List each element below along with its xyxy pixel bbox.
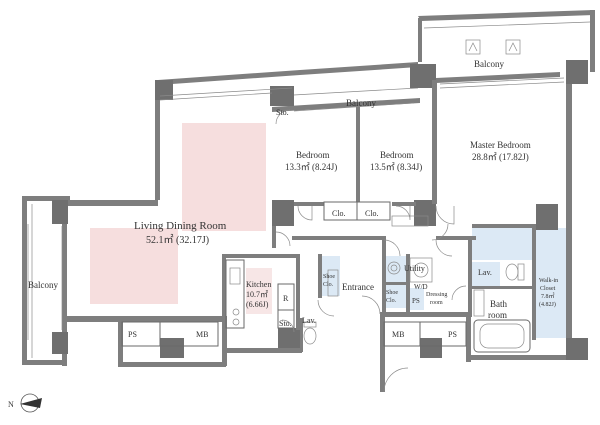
living-room-area: 52.1㎡ (32.17J) [146, 234, 209, 246]
wet-area-tint [322, 228, 566, 338]
shoe-closet-left-1: Shoe [323, 274, 335, 280]
window-lines [27, 77, 565, 340]
bathroom-1: Bath [490, 299, 507, 309]
living-room-name: Living Dining Room [134, 220, 227, 232]
dressing-room-1: Dressing [426, 292, 447, 298]
pipe-space-small-label: PS [412, 297, 420, 305]
utility-label: Utility [404, 264, 425, 273]
closet2-label: Clo. [365, 209, 379, 218]
pipe-space-left-label: PS [128, 330, 137, 339]
storage-bottom-label: Sto. [279, 319, 292, 328]
bathroom-2: room [488, 310, 507, 320]
refrigerator-label: R [283, 294, 289, 303]
balcony-mid-label: Balcony [346, 98, 376, 108]
lavatory-left-label: Lav. [302, 316, 316, 325]
kitchen-name: Kitchen [246, 280, 271, 289]
entrance-label: Entrance [342, 282, 374, 292]
pipe-space-right-label: PS [448, 330, 457, 339]
living-room-highlight [90, 123, 266, 304]
kitchen-area2: (6.66J) [246, 300, 269, 309]
walk-in-closet-2: Closet [540, 286, 556, 292]
balcony-top-label: Balcony [474, 59, 504, 69]
walk-in-closet-3: 7.8㎡ [541, 292, 555, 300]
compass: N [8, 393, 42, 413]
bedroom2-area: 13.5㎡ (8.34J) [370, 162, 422, 172]
walk-in-closet-4: (4.82J) [539, 301, 556, 308]
compass-north-label: N [8, 400, 14, 409]
dressing-room-2: room [430, 300, 443, 306]
bedroom1-name: Bedroom [296, 150, 330, 160]
interior-walls [222, 80, 536, 340]
lavatory-right-label: Lav. [478, 268, 492, 277]
bedroom2-name: Bedroom [380, 150, 414, 160]
fixtures [229, 39, 531, 353]
kitchen-area1: 10.7㎡ [246, 290, 268, 299]
shoe-closet-right-2: Clo. [386, 298, 397, 304]
room-labels: Balcony Balcony Balcony Sto. Bedroom 13.… [28, 59, 558, 339]
balcony-left-label: Balcony [28, 280, 58, 290]
storage-top-label: Sto. [276, 108, 289, 117]
door-swings [275, 109, 467, 393]
bedroom1-area: 13.3㎡ (8.24J) [285, 162, 337, 172]
shoe-closet-right-1: Shoe [386, 290, 398, 296]
outer-walls [22, 10, 595, 392]
kitchen-highlight [246, 268, 272, 314]
master-bedroom-name: Master Bedroom [470, 140, 531, 150]
meter-box-right-label: MB [392, 330, 404, 339]
pillars [52, 60, 588, 360]
walk-in-closet-1: Walk-in [539, 278, 558, 284]
meter-box-left-label: MB [196, 330, 208, 339]
shoe-closet-left-2: Clo. [323, 282, 334, 288]
master-bedroom-area: 28.8㎡ (17.82J) [472, 152, 529, 162]
closet1-label: Clo. [332, 209, 346, 218]
washer-dryer-label: W/D [414, 283, 428, 291]
ps-mb-boxes [121, 321, 467, 347]
